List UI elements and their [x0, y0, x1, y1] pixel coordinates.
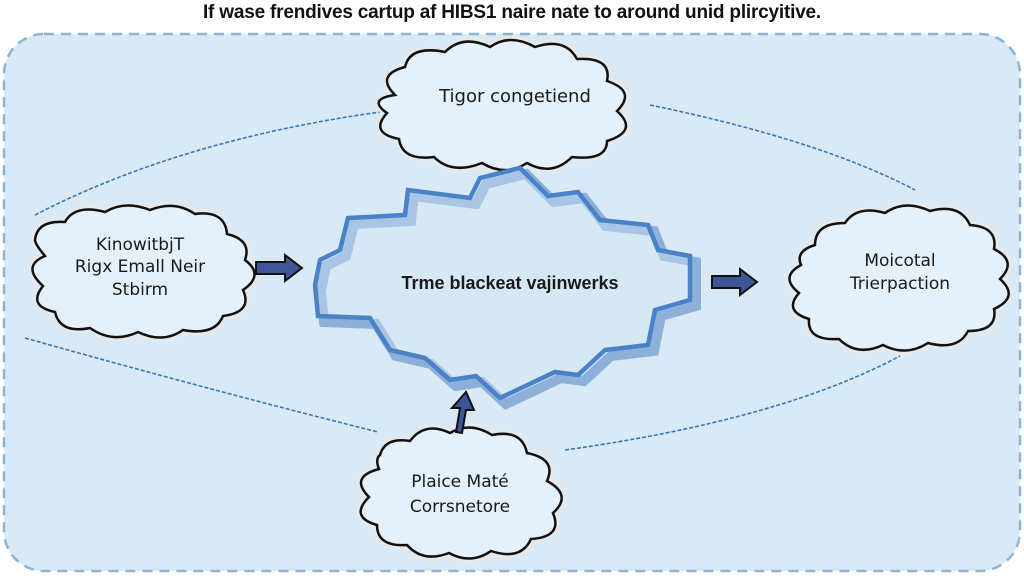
cloud-node-left[interactable] — [28, 201, 259, 342]
node-bottom-line: Corrsnetore — [409, 496, 511, 517]
node-left-line: Stbirm — [111, 279, 169, 300]
connector-top-right — [649, 104, 916, 191]
node-left-label: KinowitbjT Rigx Emall Neir Stbirm — [40, 234, 240, 301]
node-left-line: Rigx Emall Neir — [74, 257, 206, 278]
node-center-label: Trme blackeat vajinwerks — [330, 272, 690, 295]
node-left-line: KinowitbjT — [95, 235, 185, 255]
cloud-node-top[interactable] — [374, 36, 630, 174]
node-top-label: Tigor congetiend — [380, 85, 650, 108]
cloud-node-bottom[interactable] — [356, 423, 566, 563]
node-right-line: Trierpaction — [849, 273, 951, 294]
node-bottom-line: Plaice Maté — [411, 472, 509, 492]
diagram-title: If wase frendives cartup af HIBS1 naire … — [202, 2, 822, 23]
node-top-line: Tigor congetiend — [439, 86, 591, 107]
connector-left-bottom — [24, 337, 379, 433]
node-center-line: Trme blackeat vajinwerks — [401, 273, 619, 293]
node-right-line: Moicotal — [864, 251, 936, 271]
node-right-label: Moicotal Trierpaction — [800, 250, 1000, 296]
central-node[interactable] — [312, 165, 701, 410]
arrow-bottom-to-center — [449, 390, 476, 435]
connector-bottom-right — [564, 355, 901, 451]
cloud-node-right[interactable] — [785, 201, 1013, 355]
background-panel — [2, 32, 1022, 573]
connector-left-top — [34, 111, 381, 216]
arrow-center-to-right — [711, 266, 759, 298]
arrow-left-to-center — [255, 252, 304, 284]
node-bottom-label: Plaice Maté Corrsnetore — [360, 470, 560, 519]
